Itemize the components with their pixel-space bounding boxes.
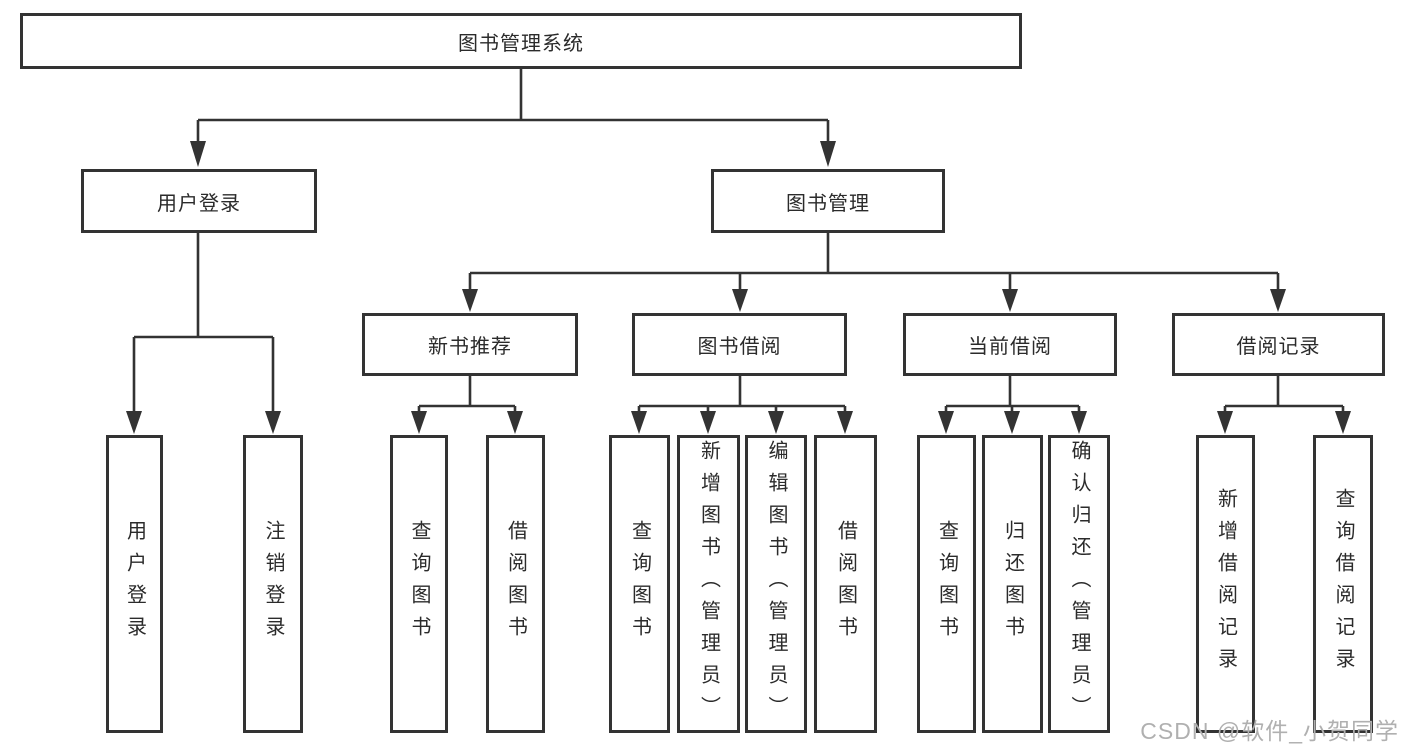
node-logout-action: 注销登录 [243,435,303,733]
node-query-books-3: 查询图书 [917,435,976,733]
node-borrow-records: 借阅记录 [1172,313,1385,376]
node-edit-book-admin: 编辑图书（管理员） [745,435,807,733]
node-root: 图书管理系统 [20,13,1022,69]
connector-user-login-split [132,233,275,413]
node-book-management: 图书管理 [711,169,945,233]
connector-book-borrow-split [637,376,847,413]
node-add-borrow-record: 新增借阅记录 [1196,435,1255,733]
node-return-books: 归还图书 [982,435,1043,733]
watermark: CSDN @软件_小贺同学 [1140,718,1399,744]
node-current-borrow: 当前借阅 [903,313,1117,376]
connector-book-mgmt-split [468,233,1280,291]
node-add-book-admin: 新增图书（管理员） [677,435,740,733]
connector-new-book-split [417,376,517,413]
node-query-books-2: 查询图书 [609,435,670,733]
node-confirm-return-admin: 确认归还（管理员） [1048,435,1110,733]
node-borrow-books-2: 借阅图书 [814,435,877,733]
node-user-login: 用户登录 [81,169,317,233]
connector-current-borrow-split [944,376,1081,413]
node-query-books-1: 查询图书 [390,435,448,733]
node-user-login-action: 用户登录 [106,435,163,733]
connector-root-to-level2 [196,69,830,142]
node-new-book-recommend: 新书推荐 [362,313,578,376]
connector-borrow-records-split [1223,376,1345,413]
node-book-borrow: 图书借阅 [632,313,847,376]
node-borrow-books-1: 借阅图书 [486,435,545,733]
node-query-borrow-record: 查询借阅记录 [1313,435,1373,733]
